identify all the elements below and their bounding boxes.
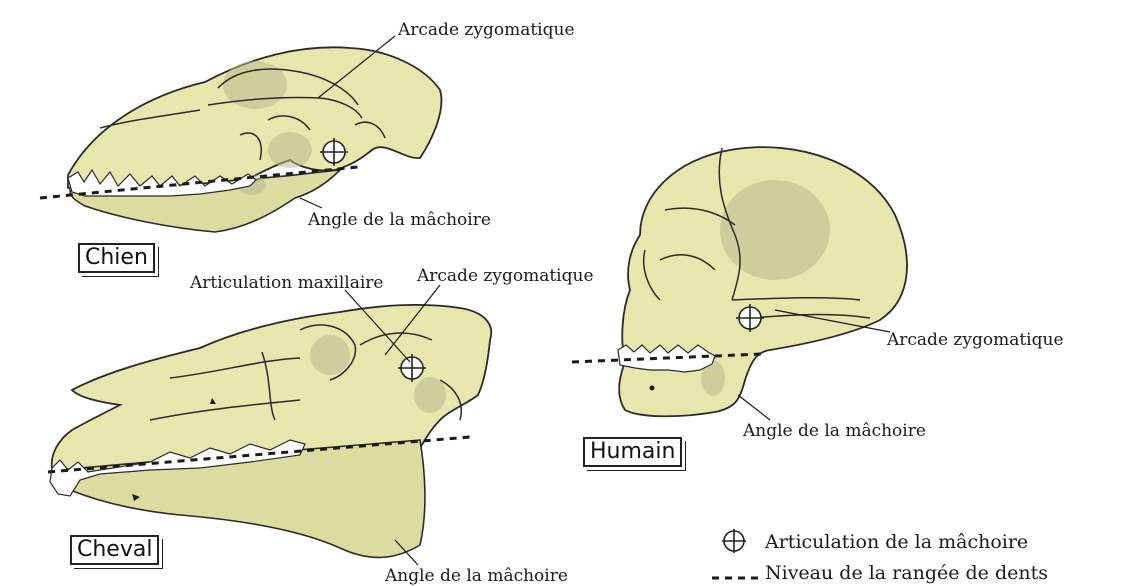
species-label-dog: Chien bbox=[78, 243, 155, 273]
label-human-zygomatic-arch: Arcade zygomatique bbox=[887, 330, 1064, 350]
leader-horse-maxillary bbox=[344, 289, 411, 363]
leader-horse-jaw-angle bbox=[394, 539, 419, 566]
dog-tooth-row-line bbox=[39, 165, 359, 200]
legend-joint-label: Articulation de la mâchoire bbox=[765, 531, 1029, 553]
horse-skull bbox=[49, 303, 493, 559]
label-horse-zygomatic-arch: Arcade zygomatique bbox=[417, 266, 594, 286]
label-horse-maxillary-joint: Articulation maxillaire bbox=[190, 273, 384, 293]
dog-jaw-joint-marker bbox=[320, 138, 348, 166]
label-horse-jaw-angle: Angle de la mâchoire bbox=[385, 566, 568, 586]
horse-tooth-row-line bbox=[47, 435, 471, 474]
horse-jaw-joint-marker bbox=[398, 354, 426, 382]
species-label-human: Humain bbox=[583, 437, 683, 467]
human-tooth-row-line bbox=[571, 352, 763, 364]
label-dog-jaw-angle: Angle de la mâchoire bbox=[308, 210, 491, 230]
leader-human-zygomatic bbox=[774, 309, 891, 333]
leader-horse-zygomatic bbox=[384, 284, 441, 356]
leader-dog-jaw-angle bbox=[299, 197, 323, 209]
dog-skull bbox=[67, 46, 443, 233]
human-jaw-joint-marker bbox=[736, 304, 764, 332]
label-human-jaw-angle: Angle de la mâchoire bbox=[743, 421, 926, 441]
legend-tooth-row-label: Niveau de la rangée de dents bbox=[765, 562, 1048, 584]
label-dog-zygomatic-arch: Arcade zygomatique bbox=[398, 20, 575, 40]
leader-human-jaw-angle bbox=[737, 394, 771, 421]
species-label-horse: Cheval bbox=[70, 535, 160, 565]
legend-joint-symbol bbox=[722, 529, 746, 553]
human-skull bbox=[617, 146, 908, 418]
leader-dog-zygomatic bbox=[317, 35, 396, 99]
